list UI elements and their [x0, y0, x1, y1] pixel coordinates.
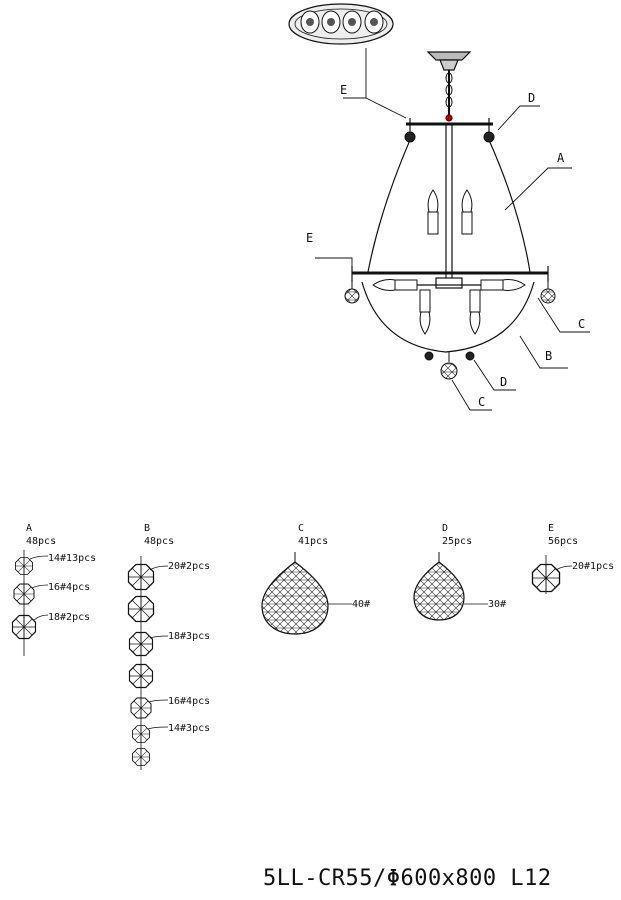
callout-A: A [557, 151, 565, 165]
candle-bulb-icon [372, 189, 526, 335]
part-A-letter: A [26, 523, 32, 534]
callout-E-side: E [306, 231, 313, 245]
part-A-spec-1: 14#13pcs [48, 553, 96, 564]
part-D-spec-1: 30# [488, 599, 506, 610]
part-A-qty: 48pcs [26, 536, 56, 547]
ball-drop-icon [344, 131, 556, 380]
part-E-spec-1: 20#1pcs [572, 561, 614, 572]
part-C-spec-1: 40# [352, 599, 370, 610]
callout-C-side: C [578, 317, 585, 331]
chandelier-body [351, 51, 549, 353]
part-A: A 48pcs 14#13pcs 16#4pcs 18#2pcs [11, 523, 96, 656]
leader-lines [315, 48, 590, 411]
part-B-spec-1: 20#2pcs [168, 561, 210, 572]
part-B-qty: 48pcs [144, 536, 174, 547]
part-D-qty: 25pcs [442, 536, 472, 547]
callout-C-bottom: C [478, 395, 485, 409]
callout-D-bottom: D [500, 375, 507, 389]
part-C-letter: C [298, 523, 304, 534]
model-number: 5LL-CR55/Φ600x800 L12 [263, 866, 552, 891]
part-C: C 41pcs 40# [261, 523, 370, 635]
part-A-spec-2: 16#4pcs [48, 582, 90, 593]
ball-drop-icon [413, 552, 465, 621]
part-B-spec-3: 16#4pcs [168, 696, 210, 707]
part-B-letter: B [144, 523, 150, 534]
callout-B: B [545, 349, 552, 363]
ball-drop-icon [261, 552, 329, 635]
part-D: D 25pcs 30# [413, 523, 506, 621]
part-B: B 48pcs 20#2pcs 18#3pcs 16#4pcs 14#3pcs [127, 523, 210, 770]
callout-E-top: E [340, 83, 347, 97]
part-B-spec-2: 18#3pcs [168, 631, 210, 642]
part-E-letter: E [548, 523, 554, 534]
octagon-prism-icon [531, 563, 561, 593]
part-E-qty: 56pcs [548, 536, 578, 547]
part-A-spec-3: 18#2pcs [48, 612, 90, 623]
part-E: E 56pcs 20#1pcs [531, 523, 614, 594]
part-B-spec-4: 14#3pcs [168, 723, 210, 734]
part-D-letter: D [442, 523, 448, 534]
octagon-prism-icon [11, 557, 37, 640]
part-C-qty: 41pcs [298, 536, 328, 547]
callout-D-top: D [528, 91, 535, 105]
ceiling-canopy-icon [288, 3, 394, 45]
